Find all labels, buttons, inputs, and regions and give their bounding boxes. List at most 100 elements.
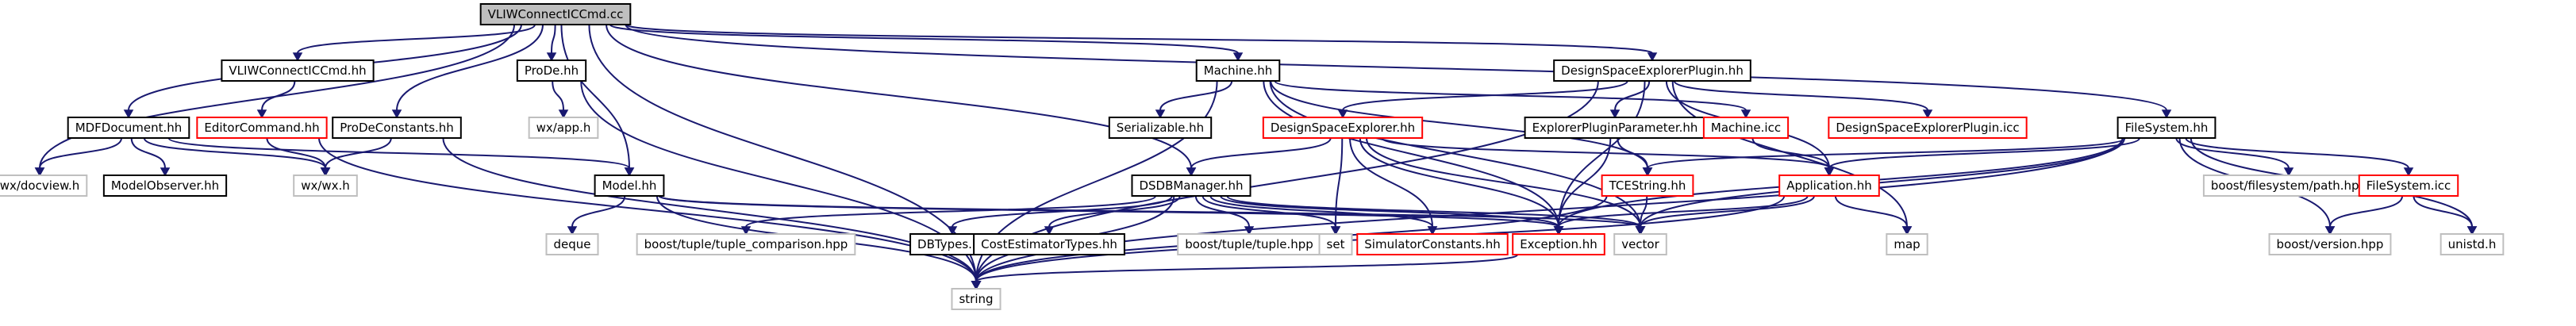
node-prode-hh[interactable]: ProDe.hh [516, 59, 587, 82]
edge-arrowhead [292, 52, 303, 62]
node-boost-tuple-tuple-comparison-hpp: boost/tuple/tuple_comparison.hpp [636, 233, 856, 255]
edge-machine-hh-to-machine-icc [1274, 80, 1747, 111]
node-box [479, 3, 632, 25]
node-box [102, 175, 228, 197]
edge-machine-hh-to-exception-hh [1263, 80, 1559, 228]
node-label: TCEString.hh [1609, 178, 1686, 193]
edge-arrowhead [2403, 167, 2414, 177]
edge-arrowhead [2466, 226, 2478, 236]
edge-filesystem-icc-to-boost-version-hpp [2329, 195, 2404, 228]
edge-arrowhead [1609, 109, 1621, 119]
edge-designspaceexplorer-hh-to-dsdbmanager-hh [1190, 137, 1332, 169]
node-serializable-hh[interactable]: Serializable.hh [1108, 117, 1213, 139]
node-exception-hh[interactable]: Exception.hh [1512, 233, 1605, 255]
edge-filesystem-icc-to-unistd-h [2413, 195, 2473, 228]
node-boost-filesystem-path-hpp: boost/filesystem/path.hpp [2202, 175, 2375, 197]
node-box [516, 59, 587, 82]
node-simulatorconstants-hh[interactable]: SimulatorConstants.hh [1356, 233, 1509, 255]
node-filesystem-hh[interactable]: FileSystem.hh [2117, 117, 2217, 139]
edge-dsdbmanager-hh-to-dbtypes-hh [952, 195, 1173, 228]
node-label: map [1894, 237, 1920, 251]
node-tcestring-hh[interactable]: TCEString.hh [1601, 175, 1694, 197]
node-label: VLIWConnectICCmd.hh [229, 63, 366, 78]
node-box [0, 175, 88, 197]
node-box [332, 117, 462, 139]
edge-arrowhead [1155, 109, 1166, 119]
node-label: Serializable.hh [1117, 121, 1204, 135]
node-designspaceexplorer-hh[interactable]: DesignSpaceExplorer.hh [1262, 117, 1424, 139]
node-label: EditorCommand.hh [204, 121, 319, 135]
edge-mdfdocument-hh-to-wx-wx-h [143, 137, 326, 169]
node-boost-version-hpp: boost/version.hpp [2268, 233, 2392, 255]
node-box [1195, 59, 1281, 82]
node-prodeconstants-hh[interactable]: ProDeConstants.hh [332, 117, 462, 139]
edge-arrowhead [1901, 226, 1913, 236]
node-box [1613, 233, 1667, 255]
node-machine-icc[interactable]: Machine.icc [1702, 117, 1790, 139]
node-label: Machine.icc [1711, 121, 1781, 135]
node-designspaceexplorerplugin-hh[interactable]: DesignSpaceExplorerPlugin.hh [1553, 59, 1751, 82]
node-box [1702, 117, 1790, 139]
node-set: set [1318, 233, 1353, 255]
node-label: DBTypes.hh [917, 237, 987, 251]
node-box [293, 175, 358, 197]
node-label: DesignSpaceExplorer.hh [1271, 121, 1415, 135]
node-label: ModelObserver.hh [111, 178, 219, 193]
node-box [221, 59, 375, 82]
node-box [1262, 117, 1424, 139]
node-string: string [951, 288, 1002, 310]
node-label: deque [553, 237, 590, 251]
node-model-hh[interactable]: Model.hh [594, 175, 665, 197]
node-label: DesignSpaceExplorerPlugin.icc [1836, 121, 2019, 135]
node-application-hh[interactable]: Application.hh [1778, 175, 1880, 197]
node-unistd-h: unistd.h [2440, 233, 2505, 255]
edge-dsdbmanager-hh-to-simulatorconstants-hh [1209, 195, 1433, 228]
node-vliwconnecticcmd-cc[interactable]: VLIWConnectICCmd.cc [479, 3, 632, 25]
node-filesystem-icc[interactable]: FileSystem.icc [2358, 175, 2459, 197]
node-box [951, 288, 1002, 310]
node-machine-hh[interactable]: Machine.hh [1195, 59, 1281, 82]
edge-filesystem-hh-to-application-hh [1828, 137, 2140, 169]
node-modelobserver-hh[interactable]: ModelObserver.hh [102, 175, 228, 197]
node-explorerpluginparameter-hh[interactable]: ExplorerPluginParameter.hh [1524, 117, 1706, 139]
edge-dsdbmanager-hh-to-set [1201, 195, 1336, 228]
edge-arrowhead [1232, 52, 1244, 62]
node-dsdbmanager-hh[interactable]: DSDBManager.hh [1131, 175, 1251, 197]
edge-vliwconnecticcmd-hh-to-editorcommand-hh [261, 80, 296, 111]
edge-arrowhead [391, 109, 402, 119]
edge-designspaceexplorerplugin-hh-to-map [1671, 80, 1908, 228]
node-editorcommand-hh[interactable]: EditorCommand.hh [196, 117, 328, 139]
edge-arrowhead [1186, 167, 1197, 177]
node-box [1512, 233, 1605, 255]
node-label: string [959, 292, 993, 306]
node-wx-wx-h: wx/wx.h [293, 175, 358, 197]
node-box [1318, 233, 1353, 255]
node-label: Exception.hh [1520, 237, 1598, 251]
node-label: MDFDocument.hh [75, 121, 183, 135]
edge-explorerpluginparameter-hh-to-tcestring-hh [1617, 137, 1648, 169]
node-label: FileSystem.icc [2366, 178, 2451, 193]
node-costestimatortypes-hh[interactable]: CostEstimatorTypes.hh [973, 233, 1125, 255]
node-mdfdocument-hh[interactable]: MDFDocument.hh [67, 117, 190, 139]
node-box [1131, 175, 1251, 197]
node-box [196, 117, 328, 139]
node-label: set [1327, 237, 1345, 251]
edge-designspaceexplorerplugin-hh-to-explorerpluginparameter-hh [1614, 80, 1651, 111]
edge-arrowhead [1427, 226, 1438, 236]
edge-model-hh-to-vector [658, 195, 1641, 228]
edge-prodeconstants-hh-to-wx-wx-h [325, 137, 392, 169]
node-box [2440, 233, 2505, 255]
node-label: boost/tuple/tuple.hpp [1185, 237, 1313, 251]
node-box [1828, 117, 2028, 139]
node-box [973, 233, 1125, 255]
edge-vliwconnecticcmd-cc-to-prode-hh [551, 24, 556, 54]
edge-dsdbmanager-hh-to-exception-hh [1220, 195, 1559, 228]
edge-arrowhead [123, 109, 134, 119]
edge-machine-icc-to-application-hh [1751, 137, 1830, 169]
node-designspaceexplorerplugin-icc[interactable]: DesignSpaceExplorerPlugin.icc [1828, 117, 2028, 139]
edge-vliwconnecticcmd-cc-to-string [588, 24, 977, 282]
edge-designspaceexplorer-hh-to-vector [1366, 137, 1641, 228]
edge-arrowhead [160, 167, 171, 177]
node-vliwconnecticcmd-hh[interactable]: VLIWConnectICCmd.hh [221, 59, 375, 82]
